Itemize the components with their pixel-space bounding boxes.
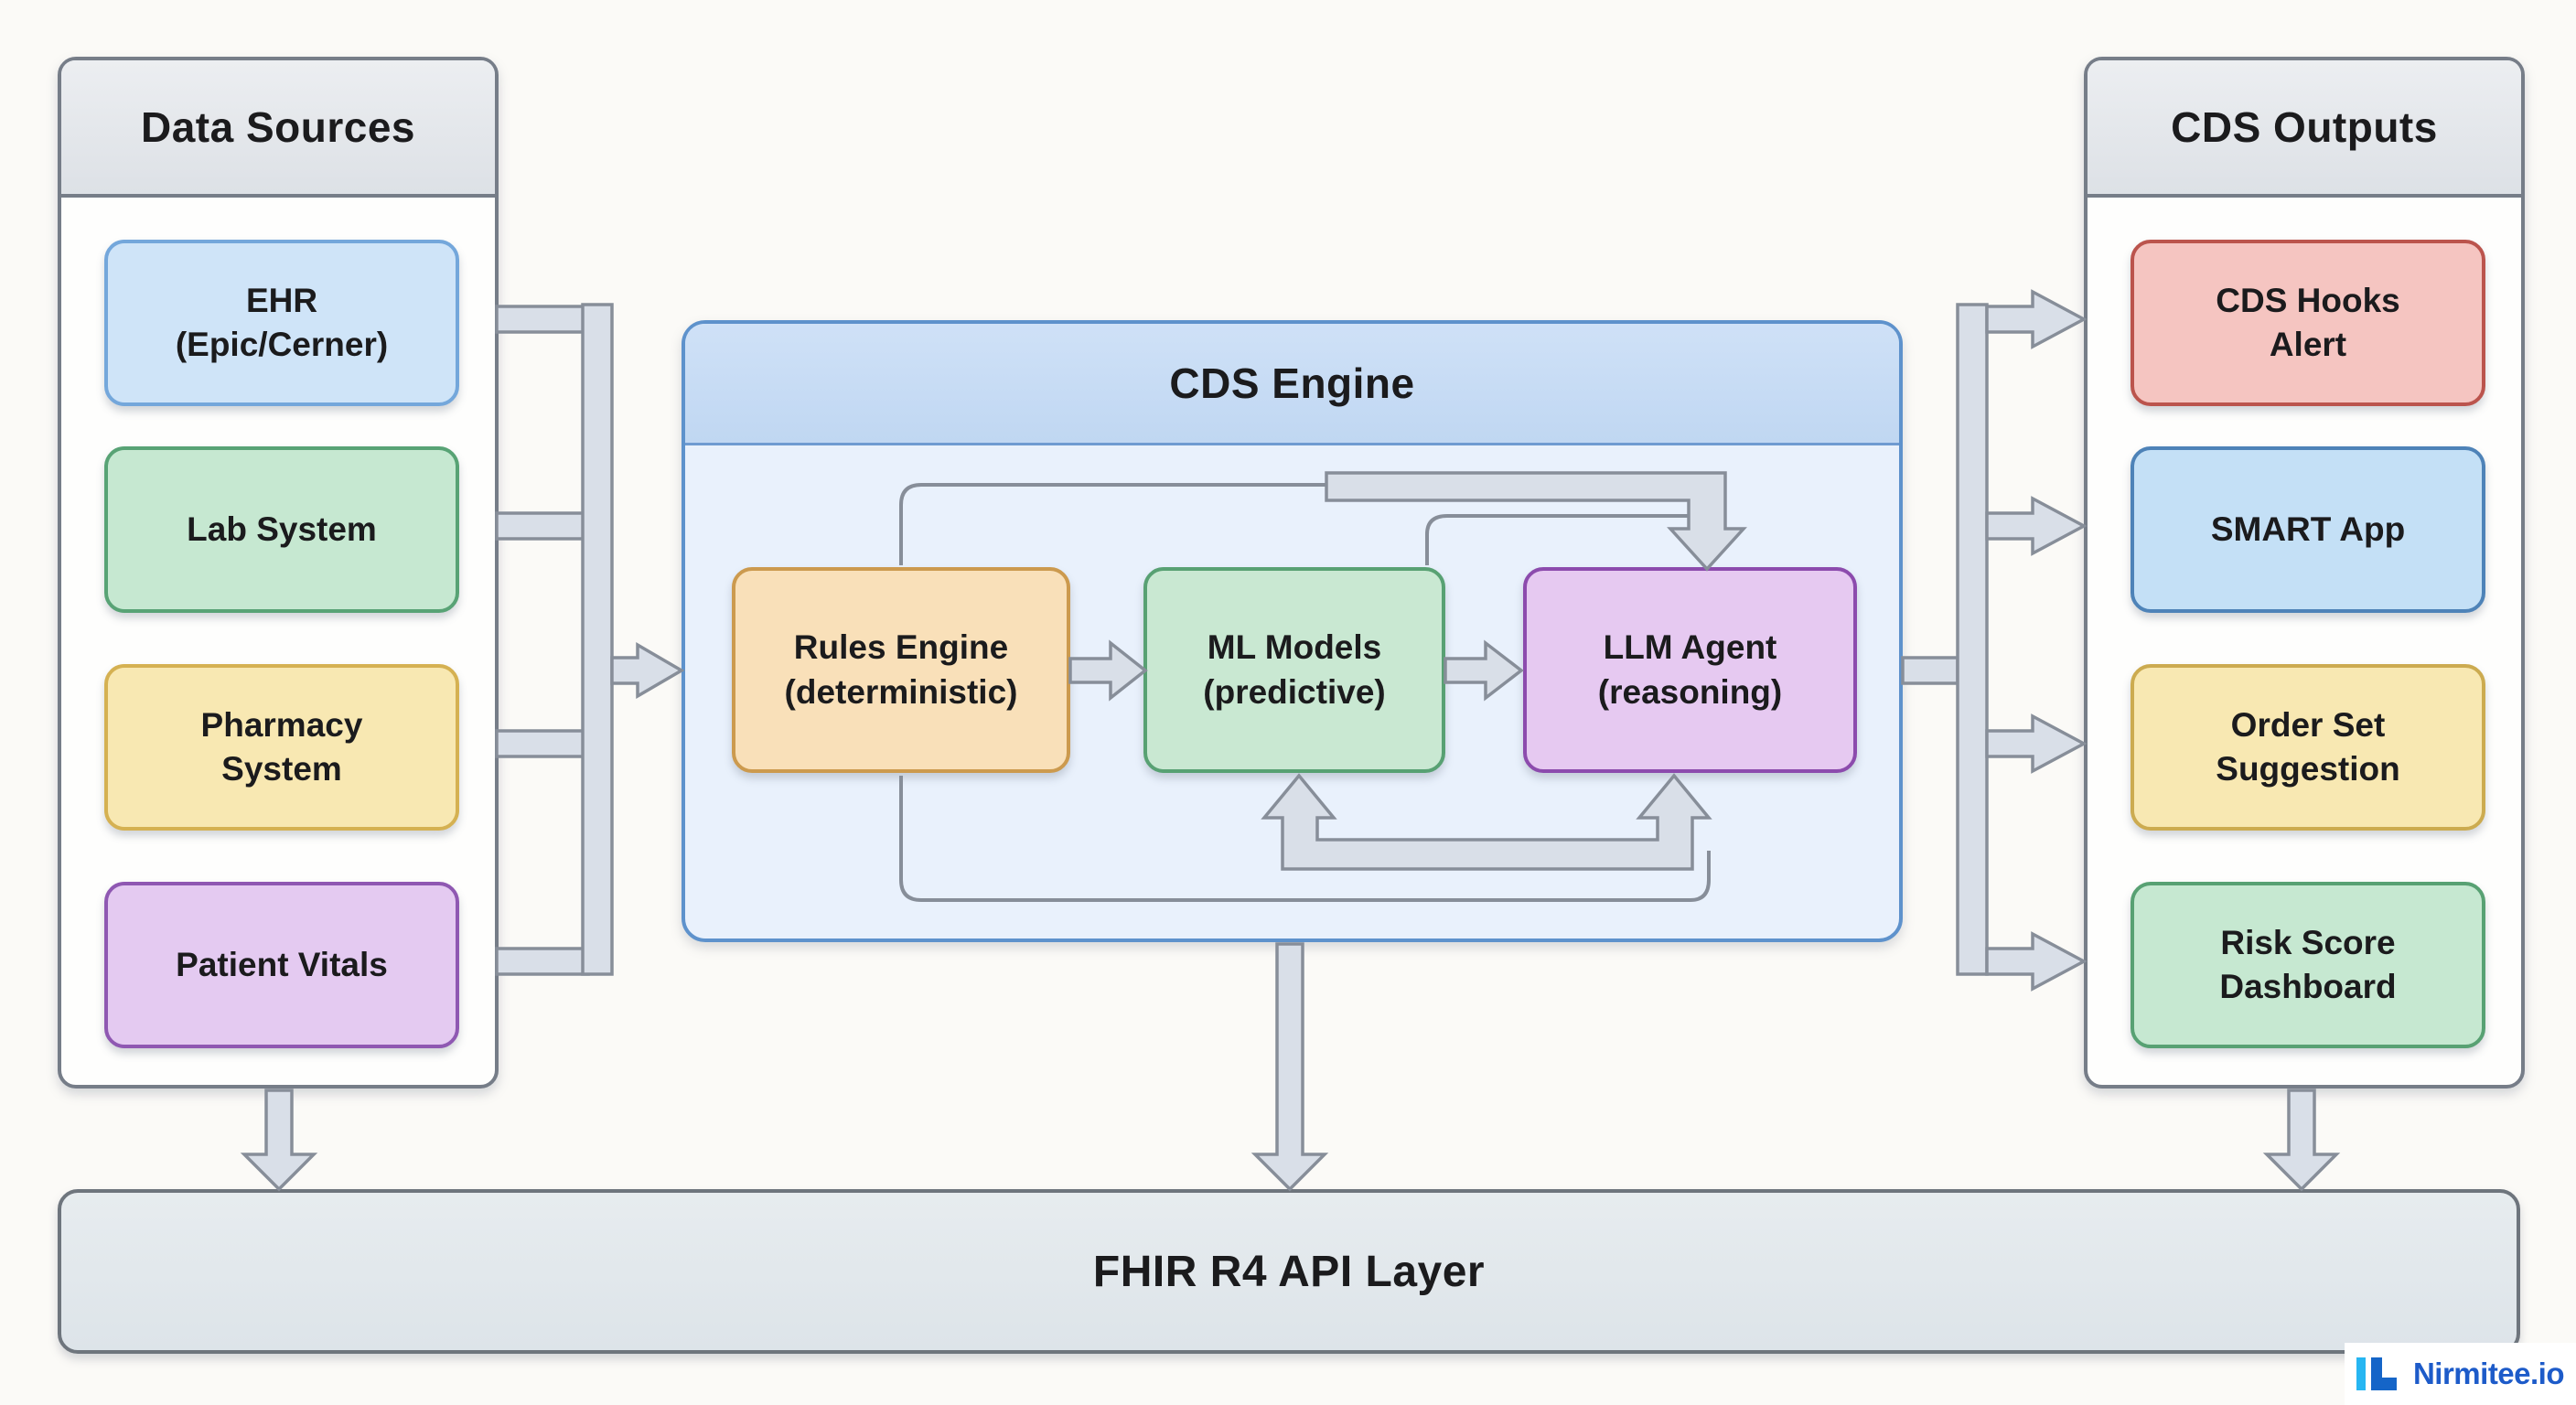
arrows-into-fhir bbox=[240, 942, 2341, 1192]
arrow-to-risk-score bbox=[1985, 931, 2088, 992]
nirmitee-logo-text: Nirmitee.io bbox=[2412, 1357, 2565, 1390]
ml-models-label: ML Models (predictive) bbox=[1203, 628, 1386, 711]
source-lab-box: Lab System bbox=[104, 446, 459, 613]
output-smart-app-box: SMART App bbox=[2131, 446, 2485, 613]
output-smart-app-label: SMART App bbox=[2210, 509, 2406, 548]
arrow-engine-to-fhir bbox=[1250, 942, 1329, 1192]
arrow-to-order-set bbox=[1985, 713, 2088, 774]
cds-outputs-panel: CDS Outputs CDS Hooks Alert SMART App Or… bbox=[2084, 57, 2525, 1089]
data-sources-header: Data Sources bbox=[61, 60, 495, 198]
ml-models-box: ML Models (predictive) bbox=[1143, 567, 1445, 773]
cds-outputs-header: CDS Outputs bbox=[2088, 60, 2521, 198]
arrow-to-smart-app bbox=[1985, 496, 2088, 556]
source-pharmacy-box: Pharmacy System bbox=[104, 664, 459, 831]
cds-engine-title: CDS Engine bbox=[1169, 359, 1415, 407]
source-vitals-label: Patient Vitals bbox=[176, 945, 388, 983]
llm-agent-box: LLM Agent (reasoning) bbox=[1523, 567, 1857, 773]
llm-agent-label: LLM Agent (reasoning) bbox=[1597, 628, 1783, 711]
fhir-api-layer-label: FHIR R4 API Layer bbox=[1092, 1247, 1486, 1296]
arrow-outputs-to-fhir bbox=[2262, 1089, 2341, 1192]
data-sources-panel: Data Sources EHR (Epic/Cerner) Lab Syste… bbox=[58, 57, 499, 1089]
rules-engine-label: Rules Engine (deterministic) bbox=[784, 628, 1018, 711]
fhir-api-layer: FHIR R4 API Layer bbox=[58, 1189, 2520, 1354]
cds-outputs-title: CDS Outputs bbox=[2171, 103, 2438, 151]
source-ehr-box: EHR (Epic/Cerner) bbox=[104, 240, 459, 406]
source-vitals-box: Patient Vitals bbox=[104, 882, 459, 1048]
nirmitee-logo-icon bbox=[2356, 1357, 2397, 1390]
arrow-sources-to-fhir bbox=[240, 1089, 318, 1192]
rules-engine-box: Rules Engine (deterministic) bbox=[732, 567, 1070, 773]
output-cds-hooks-box: CDS Hooks Alert bbox=[2131, 240, 2485, 406]
arrow-to-cds-hooks bbox=[1985, 289, 2088, 349]
output-risk-score-label: Risk Score Dashboard bbox=[2219, 923, 2397, 1005]
arrow-into-engine bbox=[610, 641, 685, 700]
output-cds-hooks-label: CDS Hooks Alert bbox=[2216, 281, 2400, 363]
data-sources-title: Data Sources bbox=[140, 103, 415, 151]
branding-badge: Nirmitee.io bbox=[2345, 1343, 2576, 1405]
sources-to-engine-bus bbox=[495, 303, 685, 976]
source-pharmacy-label: Pharmacy System bbox=[200, 705, 363, 788]
output-order-set-label: Order Set Suggestion bbox=[2216, 705, 2400, 788]
source-lab-label: Lab System bbox=[187, 509, 377, 548]
source-ehr-label: EHR (Epic/Cerner) bbox=[175, 281, 389, 363]
output-risk-score-box: Risk Score Dashboard bbox=[2131, 882, 2485, 1048]
cds-engine-header: CDS Engine bbox=[685, 324, 1899, 445]
engine-to-outputs-bus bbox=[1901, 289, 2088, 992]
output-order-set-box: Order Set Suggestion bbox=[2131, 664, 2485, 831]
